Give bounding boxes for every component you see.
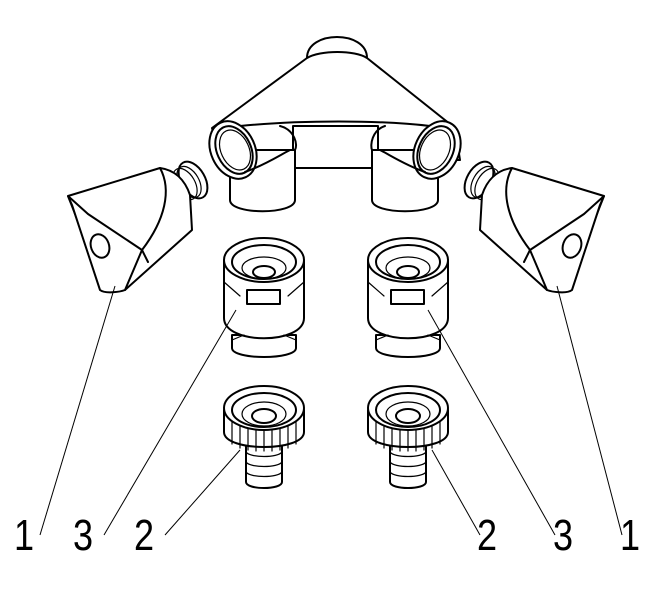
callout-3-right: 3 <box>553 511 574 560</box>
callout-2-left: 2 <box>134 511 155 560</box>
end-cap-right <box>463 160 605 294</box>
tap-adapter-left <box>223 385 305 489</box>
callout-1-left: 1 <box>14 511 35 560</box>
y-connector <box>208 36 462 213</box>
callout-1-right: 1 <box>620 511 641 560</box>
callout-2-right: 2 <box>477 511 498 560</box>
leader-lines <box>39 285 623 536</box>
quick-connector-left <box>223 237 305 358</box>
end-cap-left <box>67 160 209 294</box>
tap-adapter-right <box>367 385 449 489</box>
callout-3-left: 3 <box>73 511 94 560</box>
quick-connector-right <box>367 237 449 358</box>
